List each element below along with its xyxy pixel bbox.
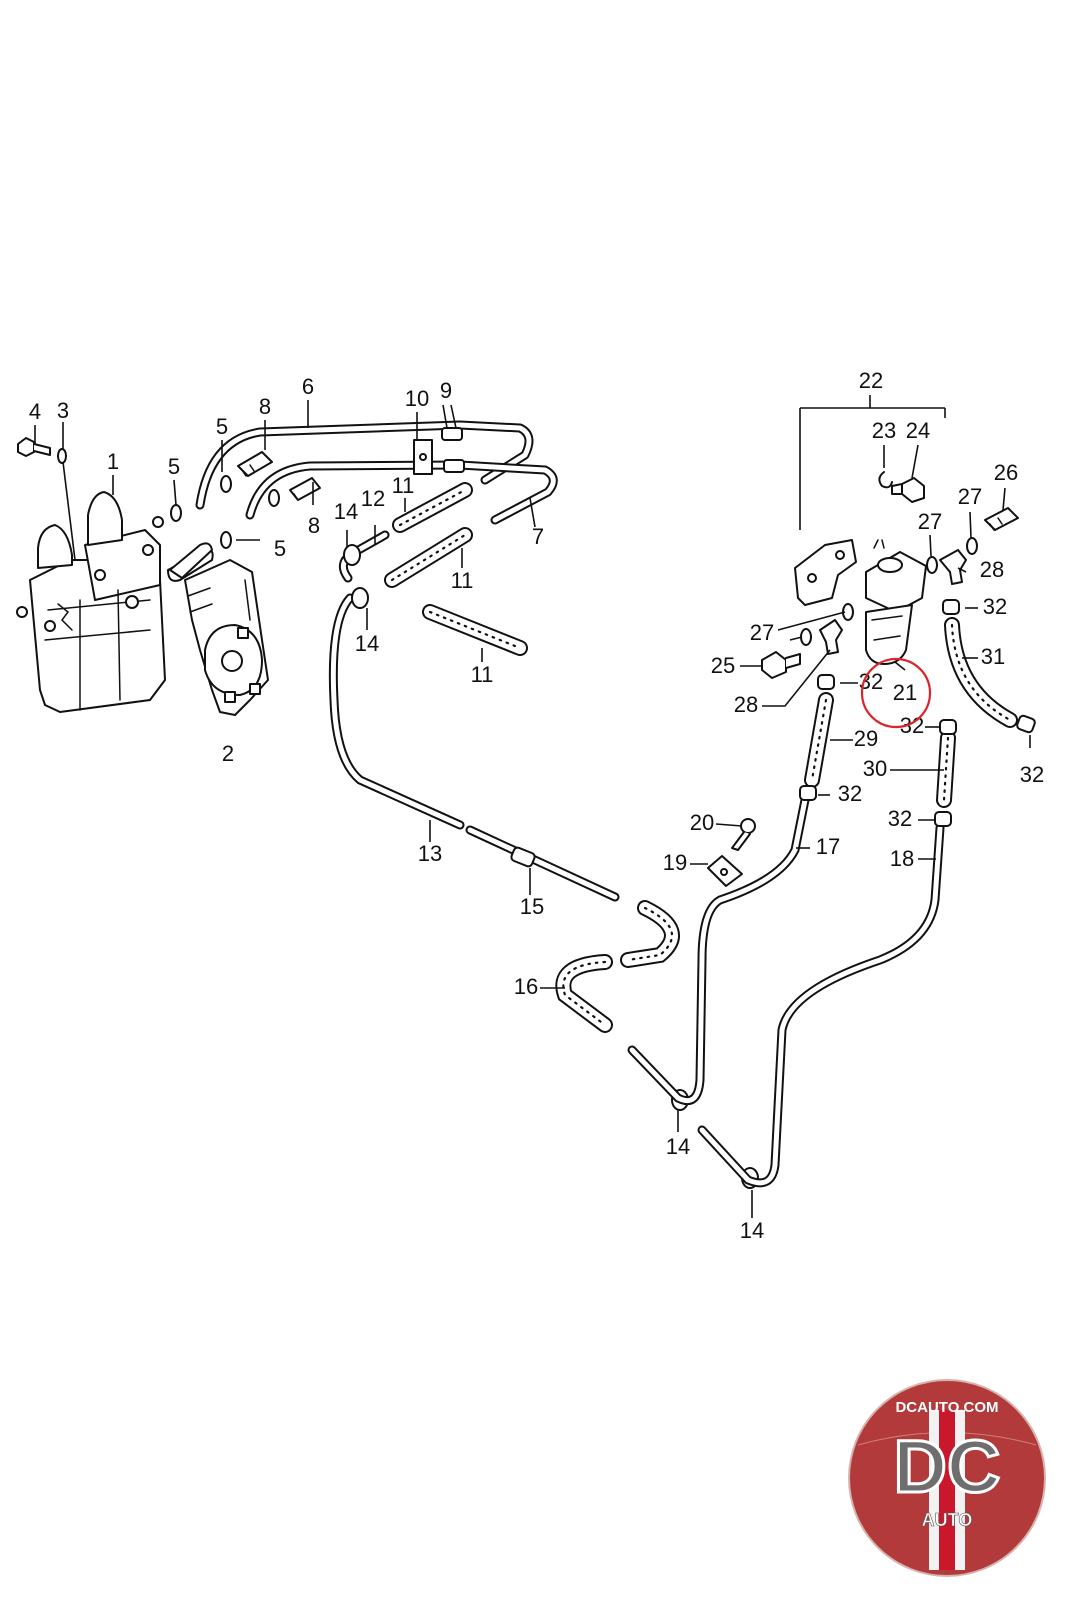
hoses-part-11	[384, 482, 528, 656]
washers-part-5	[170, 475, 280, 549]
label-part-11: 11	[451, 568, 474, 593]
label-part-14: 14	[740, 1218, 764, 1243]
label-part-3: 3	[57, 398, 69, 423]
washer-part-3	[57, 448, 67, 464]
label-part-28: 28	[980, 557, 1004, 582]
label-part-11: 11	[471, 662, 494, 687]
label-part-32: 32	[1020, 762, 1044, 787]
long-fuel-line-part-13	[328, 530, 620, 902]
logo-site-text: DCAUTO.COM	[895, 1399, 998, 1416]
label-part-22: 22	[859, 368, 883, 393]
fuel-line-part-17	[627, 795, 810, 1106]
label-part-29: 29	[854, 726, 878, 751]
label-part-8: 8	[308, 513, 320, 538]
hose-part-30	[936, 730, 956, 808]
label-part-11: 11	[392, 473, 415, 498]
clamp-part-10	[413, 439, 433, 475]
washer-part-23	[878, 471, 893, 489]
part-number-labels: 1 2 3 4 5 5 5 6 7 8 8 9 10 11 11 11 12 1…	[29, 368, 1044, 1243]
highlight-circle-part-21	[860, 657, 932, 729]
fuel-pump-part-21	[865, 539, 927, 665]
label-part-15: 15	[520, 894, 544, 919]
bolt-part-25	[761, 651, 801, 679]
hoses-part-16	[555, 900, 680, 1033]
label-part-18: 18	[890, 846, 914, 871]
label-part-21: 21	[893, 680, 917, 705]
label-part-27: 27	[918, 509, 942, 534]
label-part-9: 9	[440, 378, 452, 403]
label-part-14: 14	[355, 631, 379, 656]
label-part-2: 2	[222, 741, 234, 766]
label-part-26: 26	[994, 460, 1018, 485]
label-part-4: 4	[29, 399, 41, 424]
banjo-fittings-part-28	[819, 549, 967, 655]
banjo-bolt-part-26	[984, 507, 1019, 531]
label-part-32: 32	[888, 806, 912, 831]
label-part-5: 5	[168, 454, 180, 479]
label-part-14: 14	[334, 499, 358, 524]
label-part-5: 5	[274, 536, 286, 561]
label-part-7: 7	[532, 524, 544, 549]
label-part-13: 13	[418, 841, 442, 866]
label-part-32: 32	[838, 781, 862, 806]
bracket-marker-line	[799, 395, 946, 530]
label-part-24: 24	[906, 418, 930, 443]
screw-part-20	[731, 818, 756, 851]
bolt-part-24	[891, 477, 925, 503]
fuel-tank-assembly	[16, 491, 166, 713]
clamps-part-32	[799, 599, 1036, 827]
clip-part-19	[707, 855, 743, 887]
label-part-5: 5	[216, 414, 228, 439]
logo-initials: DC	[894, 1425, 1001, 1508]
label-part-20: 20	[690, 810, 714, 835]
label-part-10: 10	[405, 386, 429, 411]
label-part-17: 17	[816, 834, 840, 859]
fuel-line-part-7	[245, 460, 558, 525]
label-part-8: 8	[259, 394, 271, 419]
outlet-pipe	[169, 542, 213, 579]
label-part-12: 12	[361, 486, 385, 511]
fuel-pump-bracket-part-22	[794, 539, 857, 606]
hose-part-29	[804, 692, 834, 788]
sleeves-part-9	[441, 427, 465, 473]
washers-part-27	[800, 537, 978, 646]
fuel-line-part-18	[697, 823, 945, 1188]
dcauto-logo[interactable]: DCAUTO.COM DC AUTO	[848, 1379, 1046, 1577]
label-part-32: 32	[983, 594, 1007, 619]
sleeve-part-15	[510, 846, 536, 868]
label-part-27: 27	[958, 484, 982, 509]
label-part-1: 1	[107, 449, 119, 474]
hose-part-31	[944, 617, 1018, 728]
label-part-25: 25	[711, 653, 735, 678]
label-part-14: 14	[666, 1134, 690, 1159]
leader-lines	[34, 400, 1031, 1218]
logo-word: AUTO	[922, 1510, 973, 1530]
label-part-6: 6	[302, 374, 314, 399]
label-part-19: 19	[663, 850, 687, 875]
label-part-16: 16	[514, 974, 538, 999]
label-part-27: 27	[750, 620, 774, 645]
fuel-line-part-6	[195, 420, 534, 510]
label-part-23: 23	[872, 418, 896, 443]
bolt-part-4	[17, 437, 51, 457]
label-part-28: 28	[734, 692, 758, 717]
label-part-31: 31	[981, 644, 1005, 669]
label-part-30: 30	[863, 756, 887, 781]
